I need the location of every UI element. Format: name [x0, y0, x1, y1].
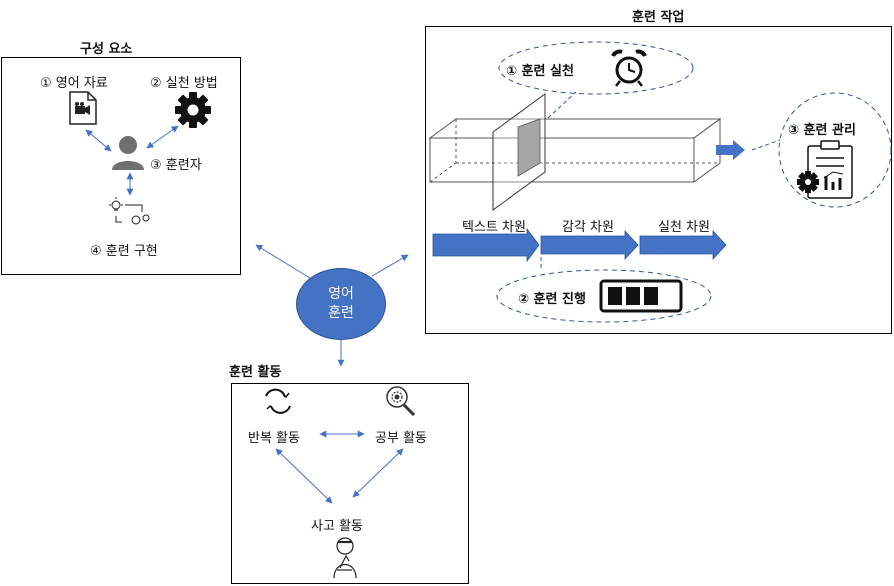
tasks-title: 훈련 작업 — [632, 10, 685, 25]
component-trainee-label: ③ 훈련자 — [150, 158, 202, 173]
small-gear-icon — [797, 171, 819, 193]
alarm-clock-icon — [611, 49, 647, 87]
task-management-label: ③ 훈련 관리 — [788, 123, 856, 138]
stage-sense-label: 감각 차원 — [562, 220, 614, 235]
activities-box — [231, 383, 469, 584]
activity-study-label: 공부 활동 — [375, 431, 427, 446]
component-material-label: ① 영어 자료 — [40, 76, 108, 91]
person-icon — [112, 136, 144, 170]
stage-text-label: 텍스트 차원 — [462, 220, 526, 235]
english-training-center: 영어 훈련 — [296, 268, 386, 340]
document-video-icon — [69, 91, 97, 125]
activities-title: 훈련 활동 — [229, 365, 282, 380]
components-title: 구성 요소 — [80, 42, 133, 57]
battery-icon — [599, 279, 683, 313]
activity-think-label: 사고 활동 — [311, 519, 363, 534]
component-method-label: ② 실천 방법 — [150, 76, 218, 91]
activity-repeat-label: 반복 활동 — [248, 431, 300, 446]
idea-process-icon — [109, 197, 150, 225]
magnifier-gear-icon — [386, 386, 416, 417]
center-line2: 훈련 — [328, 305, 354, 321]
center-line1: 영어 — [328, 286, 354, 302]
gear-icon — [175, 92, 211, 128]
task-progress-label: ② 훈련 진행 — [518, 292, 586, 307]
stage-practice-label: 실천 차원 — [658, 220, 710, 235]
component-implementation-label: ④ 훈련 구현 — [90, 244, 158, 259]
task-practice-label: ① 훈련 실천 — [506, 64, 574, 79]
refresh-icon — [265, 388, 291, 414]
thinking-person-icon — [333, 537, 357, 579]
